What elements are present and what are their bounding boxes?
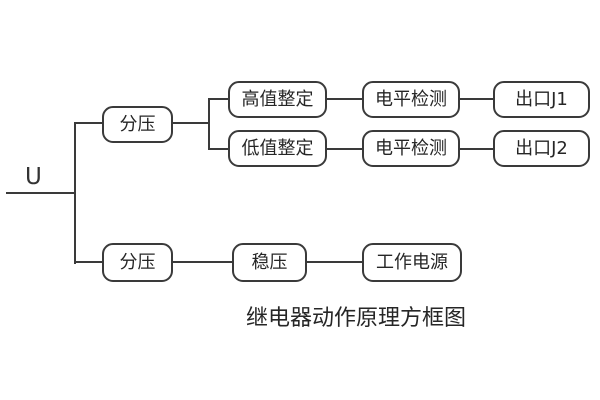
- connector-divider-to-branch: [172, 122, 209, 124]
- node-high-value-setting: 高值整定: [228, 81, 327, 118]
- connector-regulator-to-power: [306, 261, 363, 263]
- connector-branch-vertical: [208, 98, 210, 150]
- node-level-detection-2: 电平检测: [362, 130, 460, 167]
- node-outlet-j2: 出口J2: [493, 130, 590, 167]
- node-outlet-j1: 出口J1: [493, 81, 590, 118]
- connector-high-to-detect: [326, 98, 363, 100]
- connector-branch-bottom-arm: [208, 148, 229, 150]
- node-voltage-divider-top: 分压: [102, 106, 173, 143]
- diagram-caption: 继电器动作原理方框图: [246, 306, 467, 331]
- node-voltage-divider-bottom: 分压: [102, 243, 173, 282]
- connector-trunk-vertical: [74, 122, 76, 264]
- input-voltage-label: U: [25, 164, 42, 190]
- connector-trunk-top-arm: [74, 122, 103, 124]
- node-working-power-supply: 工作电源: [362, 243, 462, 282]
- connector-trunk-bottom-arm: [74, 261, 103, 263]
- connector-low-to-detect: [326, 148, 363, 150]
- connector-input-line: [6, 192, 75, 194]
- connector-detect-to-j1: [459, 98, 494, 100]
- node-voltage-regulator: 稳压: [232, 243, 307, 282]
- connector-detect-to-j2: [459, 148, 494, 150]
- node-level-detection-1: 电平检测: [362, 81, 460, 118]
- connector-branch-top-arm: [208, 98, 229, 100]
- connector-divider-to-regulator: [172, 261, 233, 263]
- node-low-value-setting: 低值整定: [228, 130, 327, 167]
